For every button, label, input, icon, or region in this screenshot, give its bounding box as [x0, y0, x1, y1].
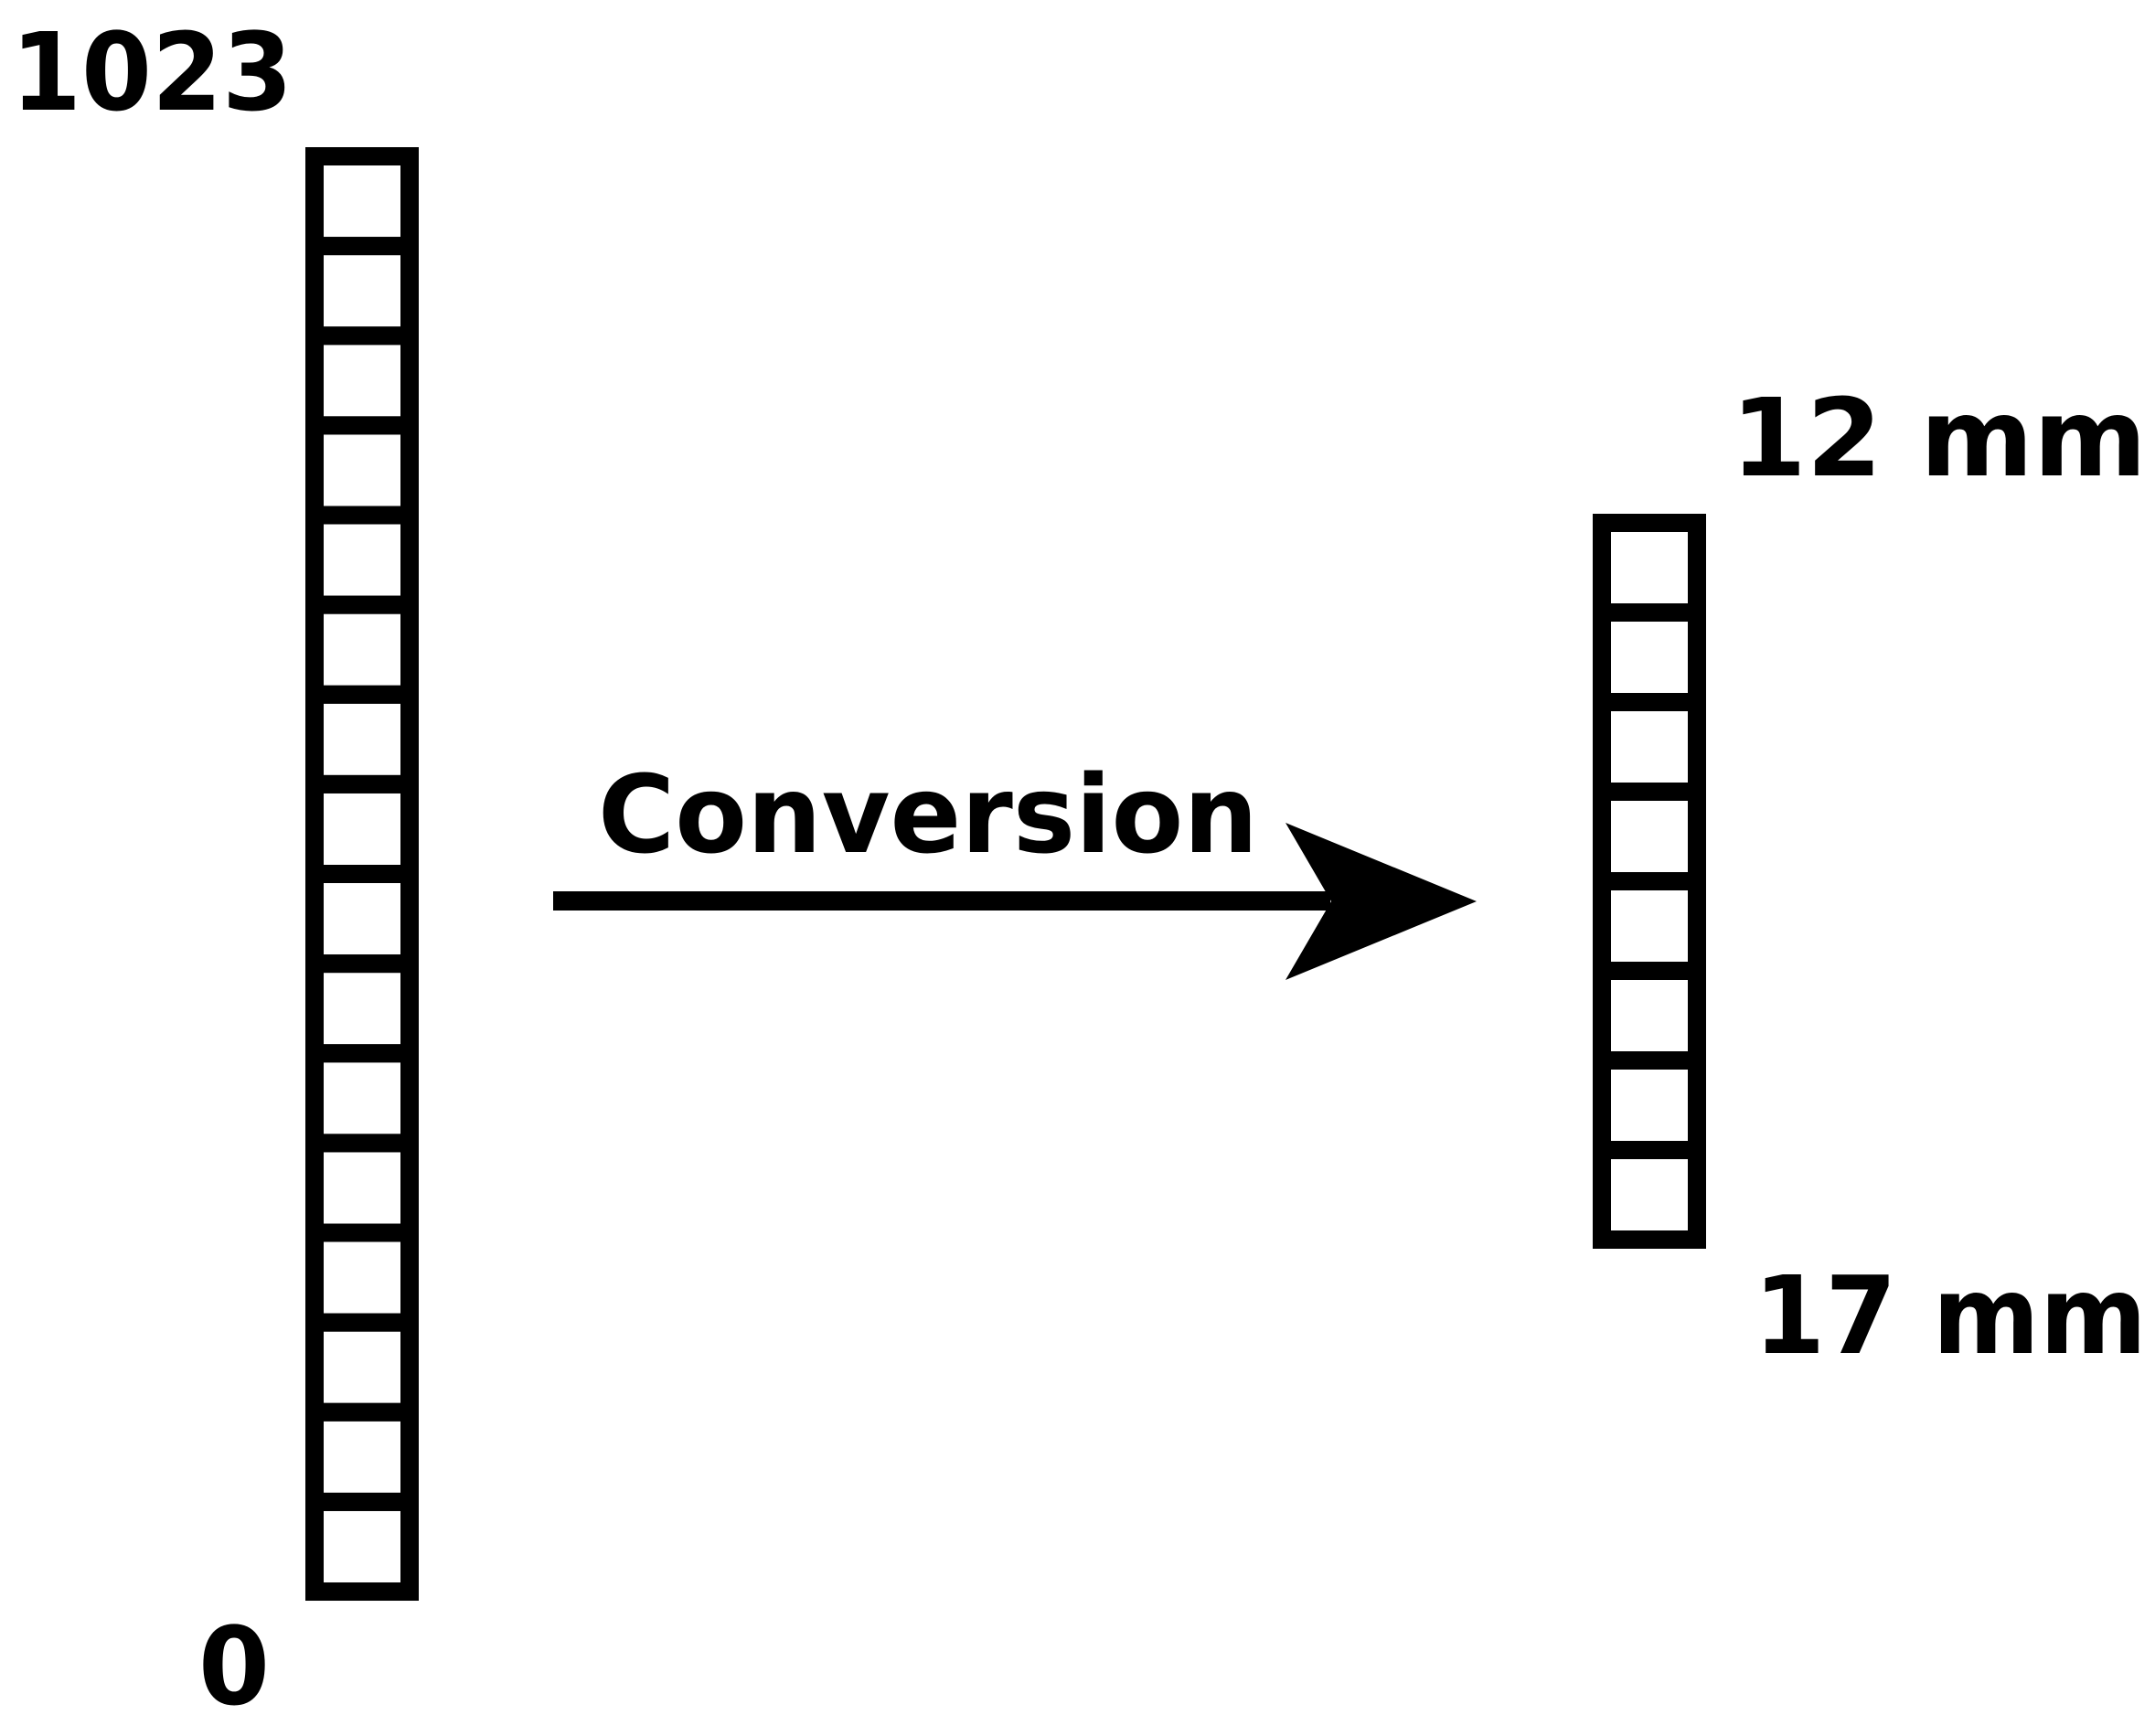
- target-bottom-label: 17 mm: [1754, 1252, 2147, 1379]
- source-scale-cell: [305, 1223, 419, 1332]
- target-scale-cells: [1593, 514, 1706, 1249]
- arrow-shaft: [553, 891, 1330, 911]
- source-max-label: 1023: [11, 9, 293, 135]
- source-scale-cell: [305, 1044, 419, 1153]
- target-scale-cell: [1593, 783, 1706, 890]
- target-scale-cell: [1593, 1051, 1706, 1159]
- source-scale-cell: [305, 954, 419, 1063]
- target-scale-cell: [1593, 693, 1706, 801]
- source-min-label: 0: [198, 1603, 270, 1730]
- source-scale-cell: [305, 237, 419, 346]
- source-scale-cell: [305, 506, 419, 614]
- target-scale-cell: [1593, 514, 1706, 622]
- target-scale-cell: [1593, 872, 1706, 980]
- source-scale-cell: [305, 1402, 419, 1511]
- target-scale-cell: [1593, 962, 1706, 1070]
- source-scale-cell: [305, 595, 419, 704]
- source-scale-cell: [305, 147, 419, 256]
- target-scale-cell: [1593, 1141, 1706, 1249]
- source-scale-cell: [305, 865, 419, 974]
- source-scale-cell: [305, 1134, 419, 1242]
- target-top-label: 12 mm: [1731, 375, 2147, 501]
- source-scale-cells: [305, 147, 419, 1602]
- conversion-arrow: Conversion: [553, 751, 1477, 980]
- conversion-label: Conversion: [598, 751, 1258, 878]
- arrow-head: [1286, 823, 1477, 980]
- target-scale-cell: [1593, 603, 1706, 711]
- target-scale: 12 mm 17 mm: [1593, 375, 2147, 1379]
- source-scale-cell: [305, 416, 419, 525]
- source-scale-cell: [305, 774, 419, 884]
- source-scale-cell: [305, 685, 419, 793]
- source-scale: 1023 0: [11, 9, 419, 1730]
- source-scale-cell: [305, 1313, 419, 1422]
- source-scale-cell: [305, 326, 419, 435]
- source-scale-cell: [305, 1492, 419, 1602]
